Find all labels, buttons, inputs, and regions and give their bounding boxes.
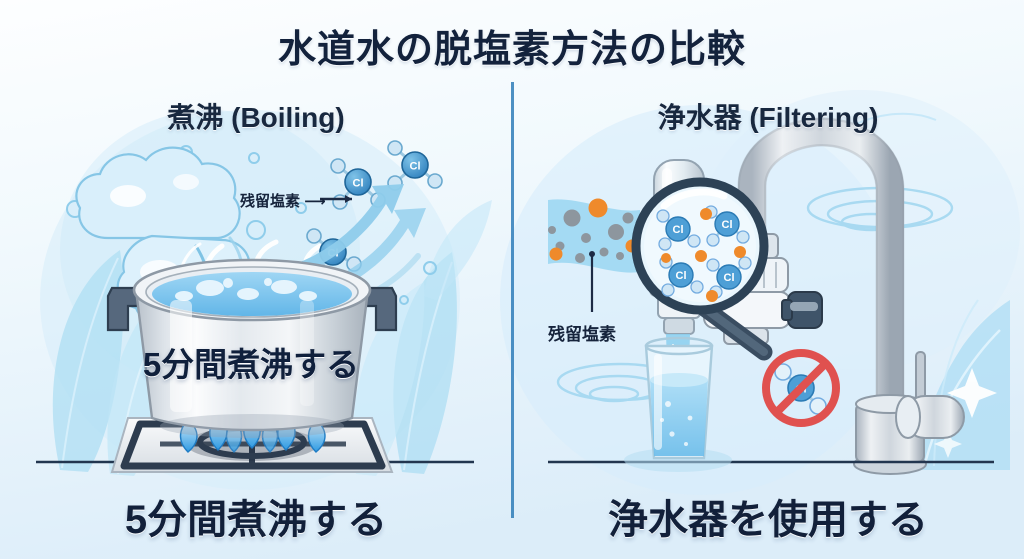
svg-text:Cl: Cl — [410, 161, 421, 173]
panel-divider — [511, 82, 514, 518]
no-chlorine-sign: Cl — [762, 349, 840, 427]
drinking-glass — [624, 336, 732, 472]
chlorine-molecule: Cl — [704, 205, 750, 247]
magnifying-glass: Cl Cl — [631, 177, 773, 361]
pot-body — [134, 288, 370, 432]
sparkle-icon — [934, 368, 997, 458]
contaminated-water-stream — [548, 198, 640, 312]
prohibition-circle — [762, 349, 840, 427]
cooking-pot — [106, 258, 398, 438]
prohibition-slash — [773, 360, 829, 416]
annotation-residual-chlorine-left: 残留塩素 ⟶ — [240, 193, 326, 210]
svg-text:Cl: Cl — [724, 272, 735, 284]
page-title: 水道水の脱塩素方法の比較 — [277, 29, 746, 71]
svg-text:Cl: Cl — [673, 224, 684, 236]
caption-filtering: 浄水器を使用する — [608, 498, 928, 542]
glass-water — [650, 380, 708, 456]
chlorine-molecule: Cl — [387, 140, 443, 191]
svg-text:Cl: Cl — [676, 270, 687, 282]
pot-overlay-text: 5分間煮沸する — [142, 346, 360, 383]
chlorine-molecule-group-magnified: Cl Cl — [656, 205, 752, 302]
panel-subtitle-filtering: 浄水器 (Filtering) — [657, 102, 879, 133]
svg-text:Cl: Cl — [722, 219, 733, 231]
faucet-diverter-knob — [781, 291, 823, 329]
chlorine-molecule: Cl — [656, 209, 701, 251]
faucet-lever-handle — [895, 351, 965, 439]
annotation-leader-left — [320, 195, 352, 203]
svg-text:Cl: Cl — [353, 178, 364, 190]
magnified-particles — [661, 208, 746, 302]
boiling-bubbles — [175, 278, 317, 301]
caption-boiling: 5分間煮沸する — [124, 498, 388, 542]
annotation-residual-chlorine-right: 残留塩素 — [548, 325, 616, 344]
water-particles — [548, 198, 639, 263]
panel-subtitle-boiling: 煮沸 (Boiling) — [167, 102, 345, 133]
chlorine-molecule: Cl — [659, 255, 704, 297]
